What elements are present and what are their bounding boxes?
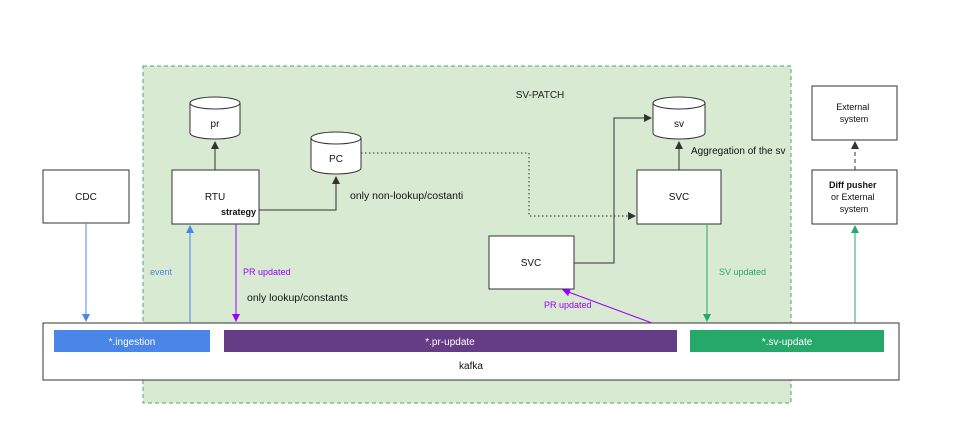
topic-ingestion-label: *.ingestion <box>109 337 156 348</box>
label-event: event <box>150 267 173 277</box>
topic-pr-update-label: *.pr-update <box>425 337 475 348</box>
label-pr-updated-rtu: PR updated <box>243 267 291 277</box>
pr-store[interactable] <box>189 96 241 140</box>
label-aggregation: Aggregation of the sv <box>691 146 786 157</box>
cdc-label: CDC <box>75 192 97 203</box>
diff-pusher-title: Diff pusher <box>829 180 877 190</box>
label-sv-updated: SV updated <box>719 267 766 277</box>
topic-pr-update[interactable] <box>224 330 677 352</box>
diff-pusher-line-3: system <box>840 204 869 214</box>
label-only-non-lookup: only non-lookup/costanti <box>350 190 463 202</box>
edge-pr-update-to-svc-small <box>562 288 653 324</box>
external-line-1: External <box>836 102 869 112</box>
topic-sv-update[interactable] <box>690 330 884 352</box>
rtu-strategy-label: strategy <box>221 207 256 217</box>
kafka-label: kafka <box>459 361 483 372</box>
topic-sv-update-label: *.sv-update <box>762 337 813 348</box>
rtu-node[interactable] <box>171 169 260 225</box>
pr-label: pr <box>211 119 221 130</box>
diff-pusher-node[interactable] <box>811 169 898 225</box>
topic-ingestion[interactable] <box>54 330 210 352</box>
rtu-label: RTU <box>205 192 225 203</box>
svc-main-node[interactable] <box>636 169 722 225</box>
edge-rtu-to-pc <box>259 176 340 211</box>
svc-main-label: SVC <box>669 192 690 203</box>
pc-label: PC <box>329 154 343 165</box>
label-pr-updated-svc: PR updated <box>544 300 592 310</box>
cdc-node[interactable] <box>42 169 130 224</box>
edge-pc-to-svc <box>361 152 636 220</box>
label-only-lookup: only lookup/constants <box>247 292 348 304</box>
external-line-2: system <box>840 114 869 124</box>
pc-store[interactable] <box>310 131 362 175</box>
external-system-node[interactable] <box>811 85 898 141</box>
region-title: SV-PATCH <box>516 90 565 101</box>
sv-label: sv <box>674 119 684 130</box>
external-system-label: External system <box>836 102 872 124</box>
diff-pusher-line-2: or External <box>831 192 875 202</box>
sv-store[interactable] <box>652 96 706 140</box>
svc-small-label: SVC <box>521 258 542 269</box>
svc-small-node[interactable] <box>488 235 575 290</box>
diff-pusher-label: Diff pusher or External system <box>829 180 879 214</box>
edge-svc-small-to-sv <box>574 114 652 264</box>
